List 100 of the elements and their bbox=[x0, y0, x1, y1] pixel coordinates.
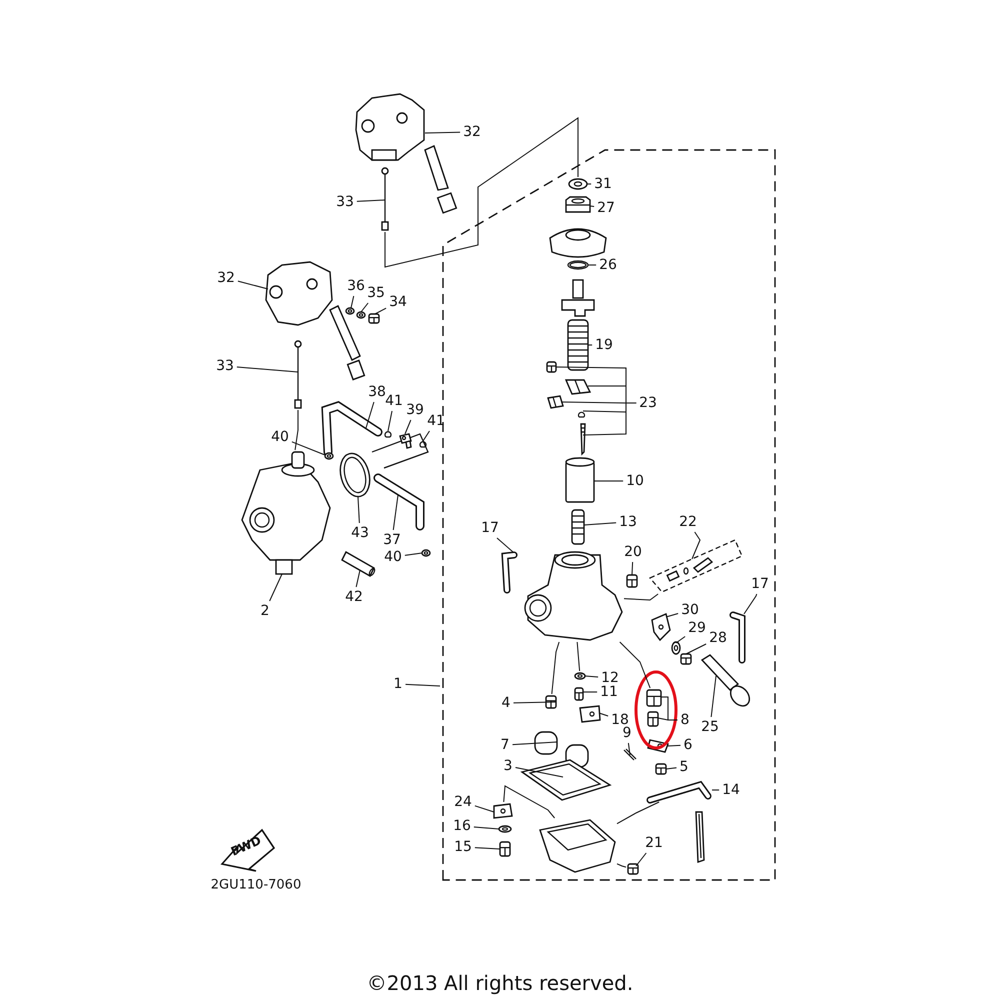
callout-number: 23 bbox=[638, 395, 658, 411]
leader-line bbox=[584, 676, 599, 678]
leader-line bbox=[356, 200, 386, 202]
tube-drawing bbox=[341, 551, 376, 577]
leader-line bbox=[692, 532, 701, 560]
callout-number: 29 bbox=[687, 620, 707, 636]
leader-line bbox=[388, 410, 392, 432]
leader-line bbox=[588, 344, 593, 346]
leader-line bbox=[666, 744, 681, 746]
assembly-line bbox=[551, 642, 560, 694]
hose-drawing bbox=[730, 612, 746, 664]
clip-drawing bbox=[578, 412, 586, 418]
slide-drawing bbox=[565, 457, 595, 503]
leader-line bbox=[474, 847, 500, 850]
callout-number: 33 bbox=[215, 358, 235, 374]
leader-line bbox=[666, 613, 679, 618]
screw-drawing bbox=[368, 313, 380, 324]
carburetor-drawing bbox=[241, 451, 331, 575]
clip-drawing bbox=[419, 441, 427, 448]
leader-line bbox=[358, 496, 360, 524]
callout-number: 17 bbox=[750, 576, 770, 592]
screw-drawing bbox=[700, 654, 750, 707]
callout-number: 20 bbox=[623, 544, 643, 560]
callout-number: 33 bbox=[335, 194, 355, 210]
leader-line bbox=[584, 522, 617, 526]
leader-line bbox=[269, 574, 282, 602]
screw-drawing bbox=[546, 361, 557, 373]
holder-drawing bbox=[547, 395, 564, 409]
assembly-line bbox=[294, 410, 298, 450]
callout-number: 11 bbox=[599, 684, 619, 700]
assembly-line bbox=[503, 785, 556, 818]
callout-number: 25 bbox=[700, 719, 720, 735]
leader-line bbox=[515, 767, 564, 778]
callout-number: 2 bbox=[260, 603, 270, 619]
callout-number: 10 bbox=[625, 473, 645, 489]
jet-drawing bbox=[571, 509, 585, 545]
needle-drawing bbox=[580, 423, 586, 456]
jet-drawing bbox=[626, 574, 638, 588]
leader-line bbox=[594, 480, 624, 482]
leader-line bbox=[366, 402, 374, 428]
leader-line bbox=[590, 206, 595, 207]
screw-drawing bbox=[627, 863, 639, 875]
callout-number: 42 bbox=[344, 589, 364, 605]
clip-drawing bbox=[324, 452, 334, 460]
callout-number: 13 bbox=[618, 514, 638, 530]
hose-drawing bbox=[374, 474, 424, 530]
leader-line bbox=[632, 562, 634, 576]
hose-drawing bbox=[321, 401, 382, 456]
fitting-drawing bbox=[399, 433, 412, 449]
jet-drawing bbox=[545, 695, 557, 709]
carburetor-drawing bbox=[524, 551, 623, 641]
plate-drawing bbox=[579, 705, 601, 723]
leader-line bbox=[424, 132, 461, 134]
ring-nut-drawing bbox=[549, 228, 607, 258]
washer-drawing bbox=[671, 641, 681, 655]
leader-line bbox=[628, 742, 630, 756]
callout-number: 19 bbox=[594, 337, 614, 353]
plate-drawing bbox=[493, 803, 513, 819]
screw-drawing bbox=[499, 841, 511, 857]
callout-number: 16 bbox=[452, 818, 472, 834]
callout-number: 18 bbox=[610, 712, 630, 728]
callout-number: 37 bbox=[382, 532, 402, 548]
callout-number: 14 bbox=[721, 782, 741, 798]
callout-number: 12 bbox=[600, 670, 620, 686]
leader-line bbox=[356, 570, 360, 588]
float-bowl-drawing bbox=[539, 819, 616, 873]
leader-line bbox=[710, 676, 716, 718]
leader-line bbox=[588, 264, 597, 266]
callout-number: 32 bbox=[462, 124, 482, 140]
leader-line bbox=[598, 712, 609, 716]
leader-line bbox=[658, 718, 678, 720]
gasket-drawing bbox=[520, 759, 612, 801]
callout-number: 15 bbox=[453, 839, 473, 855]
callout-number: 30 bbox=[680, 602, 700, 618]
leader-line bbox=[422, 430, 430, 442]
clip-drawing bbox=[384, 431, 392, 438]
cable-drawing bbox=[294, 340, 302, 409]
spring-drawing bbox=[567, 319, 589, 371]
leader-line bbox=[474, 805, 494, 812]
callout-number: 17 bbox=[480, 520, 500, 536]
leader-line bbox=[636, 852, 647, 866]
leader-line bbox=[392, 494, 398, 530]
leader-line bbox=[374, 308, 387, 314]
assembly-line bbox=[616, 802, 660, 824]
leader-line bbox=[473, 826, 500, 830]
leader-line bbox=[582, 402, 637, 436]
callout-number: 35 bbox=[366, 285, 386, 301]
assembly-line bbox=[576, 642, 580, 672]
assembly-line bbox=[384, 117, 578, 268]
callout-number: 5 bbox=[678, 759, 690, 775]
callout-number: 7 bbox=[500, 737, 510, 753]
callout-number: 4 bbox=[500, 695, 512, 711]
jet-drawing bbox=[574, 687, 584, 701]
washer-drawing bbox=[498, 825, 512, 833]
assembly-line bbox=[624, 594, 659, 600]
clamp-drawing bbox=[564, 379, 592, 395]
actuator-drawing bbox=[265, 261, 366, 380]
callout-number: 6 bbox=[682, 737, 694, 753]
callout-number: 40 bbox=[270, 429, 290, 445]
hose-drawing bbox=[646, 780, 712, 804]
